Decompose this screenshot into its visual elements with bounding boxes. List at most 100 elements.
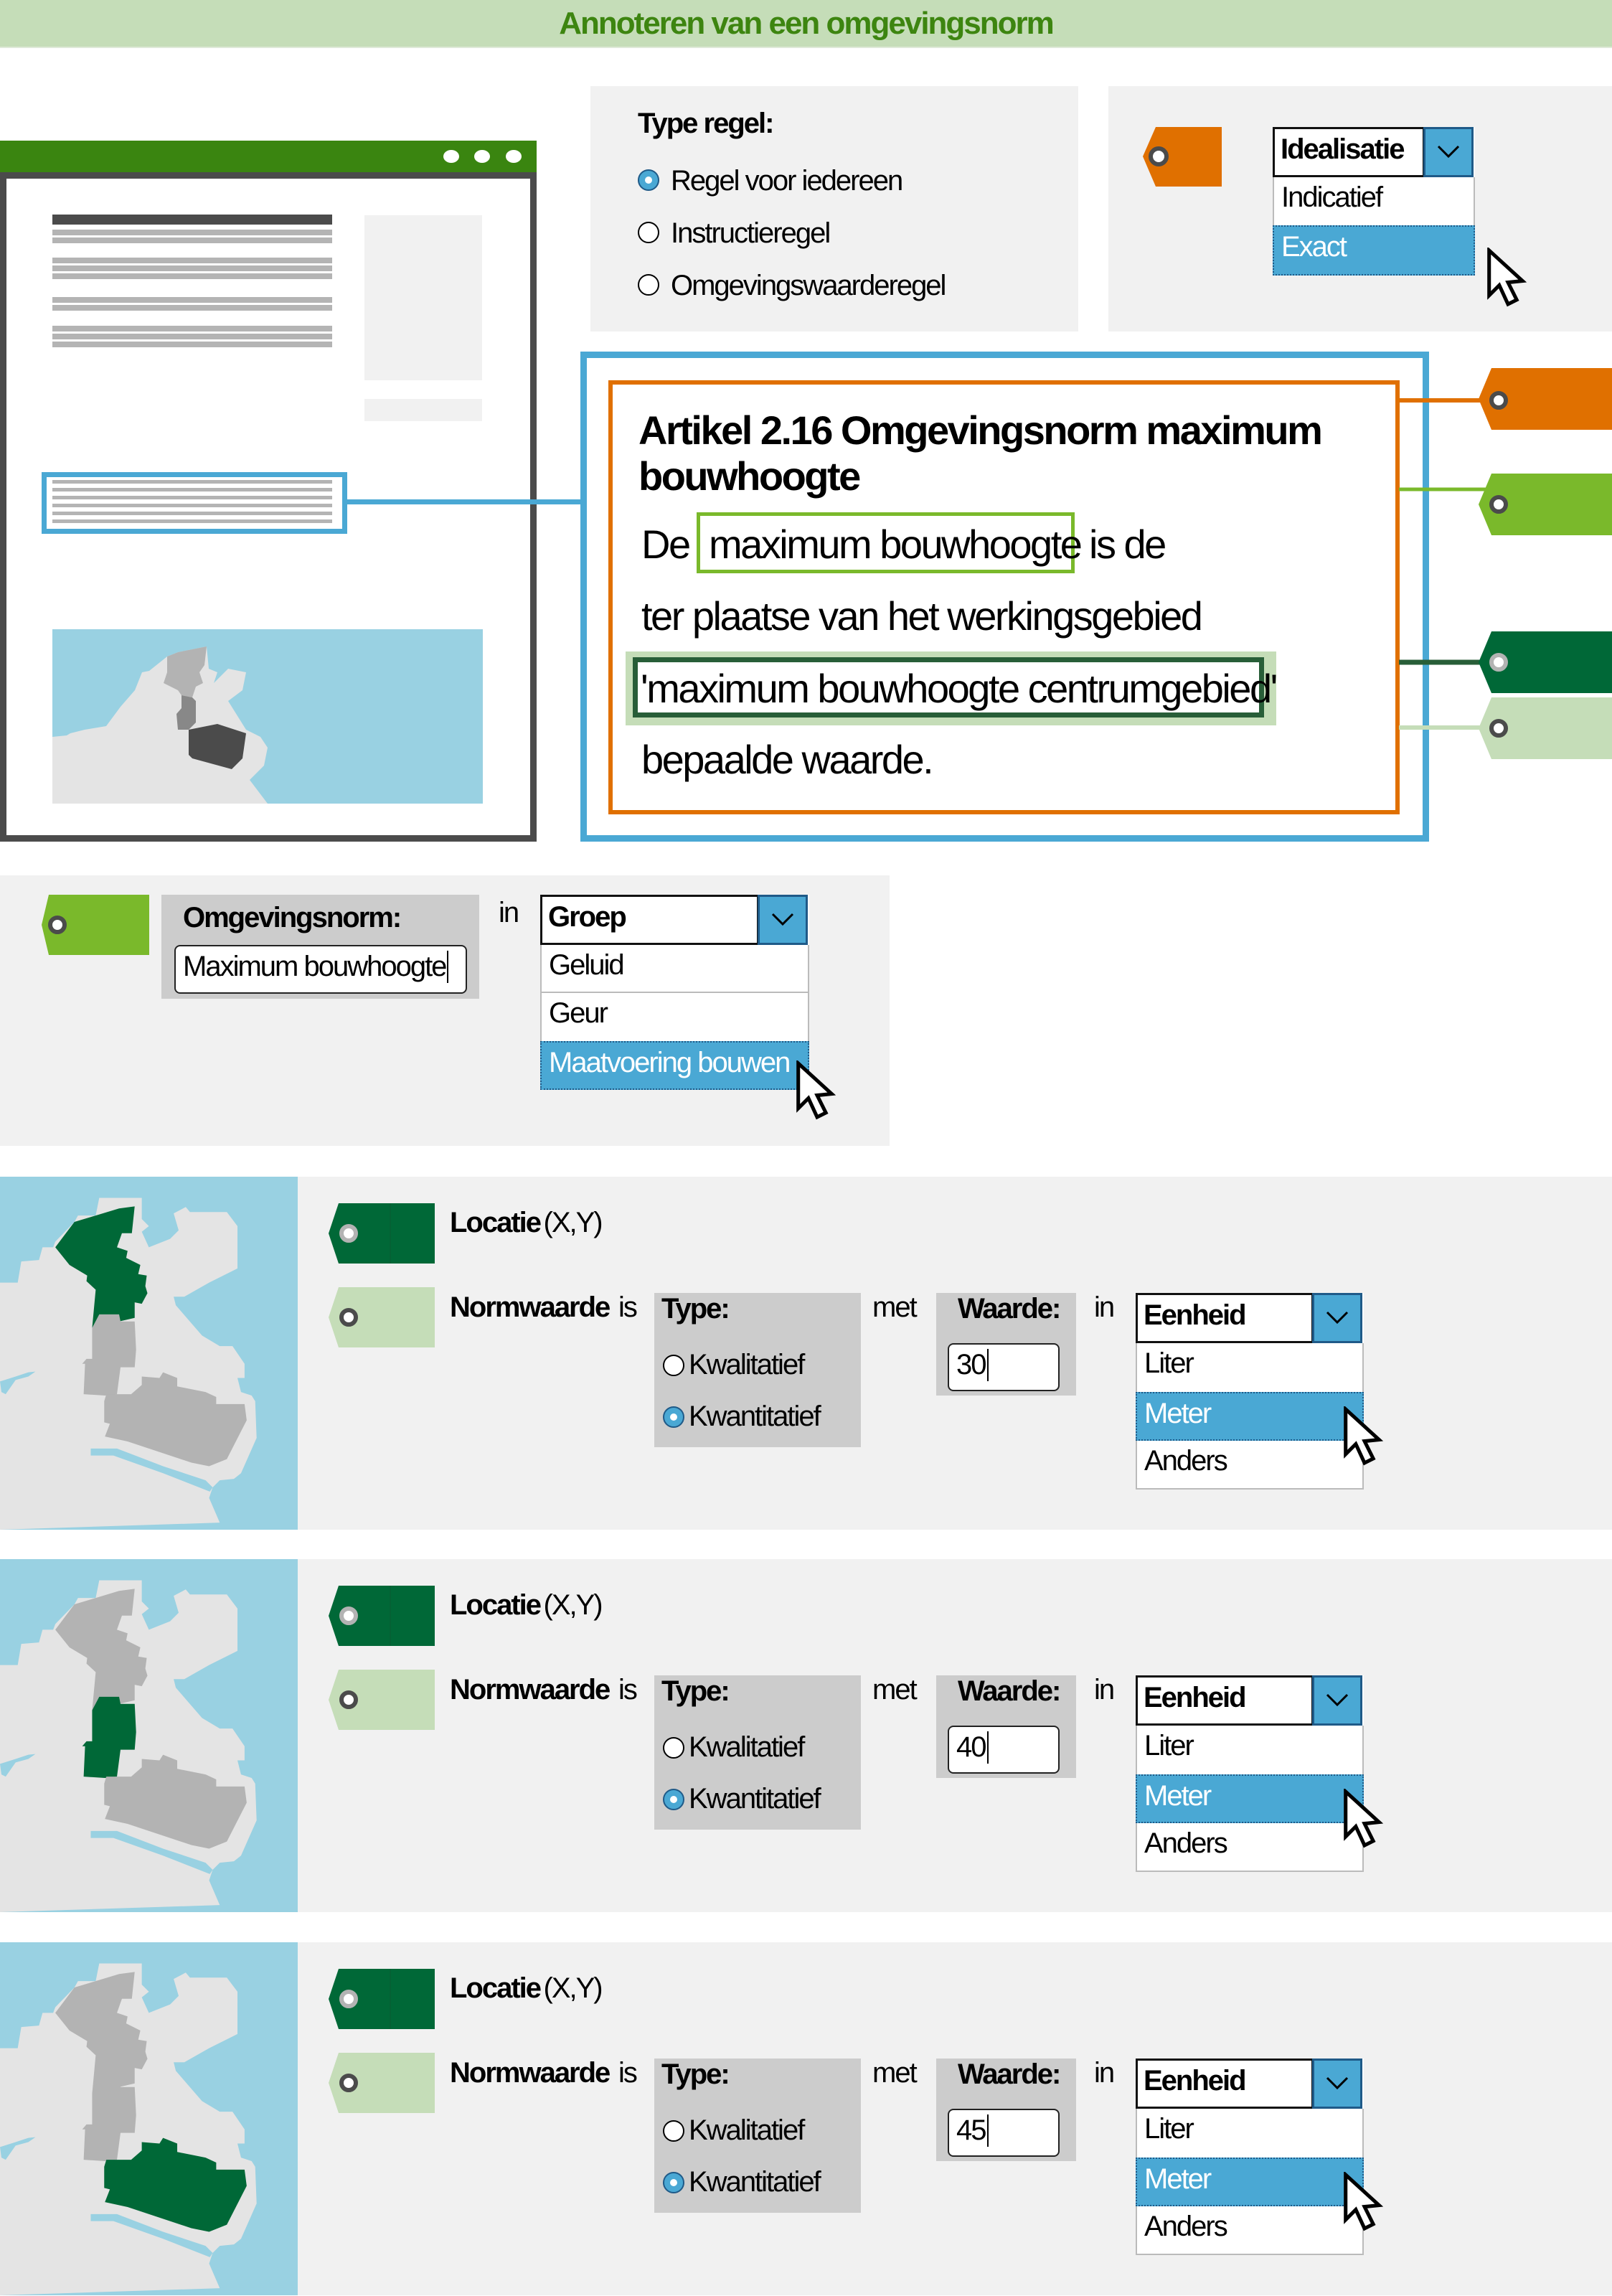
- option-label: Meter: [1144, 1398, 1212, 1429]
- dropdown-option-selected[interactable]: Exact: [1273, 225, 1475, 276]
- article-text: bepaalde waarde.: [641, 737, 934, 782]
- type-regel-panel: Type regel: Regel voor iedereen Instruct…: [590, 86, 1078, 331]
- option-label: Geur: [549, 997, 608, 1029]
- chevron-down-icon[interactable]: [1312, 2059, 1362, 2109]
- radio-icon[interactable]: [663, 2172, 684, 2193]
- option-label: Exact: [1281, 231, 1347, 263]
- input-value: 45: [956, 2114, 989, 2147]
- met-label: met: [872, 1674, 918, 1705]
- in-label: in: [1094, 2057, 1115, 2089]
- connector-line: [347, 499, 580, 504]
- radio-label: Kwalitatief: [689, 1731, 805, 1763]
- mouse-pointer-icon: [1485, 248, 1528, 309]
- dropdown-head[interactable]: Idealisatie: [1273, 127, 1425, 177]
- map-region-middle: [82, 1314, 136, 1396]
- dropdown-head[interactable]: Eenheid: [1136, 2059, 1314, 2109]
- radio-icon[interactable]: [663, 1789, 684, 1810]
- annotation-omgevingsnorm-highlight[interactable]: maximum bouwhoogte: [697, 512, 1083, 573]
- mini-map: [52, 629, 483, 804]
- map-region-north: [55, 1972, 148, 2094]
- type-label: Type:: [661, 1675, 730, 1707]
- diagram-title: Annoteren van een omgevingsnorm: [559, 5, 1055, 41]
- chevron-down-icon[interactable]: [1312, 1675, 1362, 1726]
- option-label: Anders: [1144, 1445, 1228, 1477]
- dropdown-option[interactable]: Anders: [1136, 1823, 1364, 1872]
- window-control-dot-icon: [506, 150, 522, 163]
- option-label: Meter: [1144, 1780, 1212, 1812]
- mouse-pointer-icon: [794, 1060, 837, 1121]
- idealisatie-dropdown[interactable]: Idealisatie Indicatief Exact: [1273, 127, 1475, 276]
- annotation-locatie-highlight[interactable]: 'maximum bouwhoogte centrumgebied': [633, 657, 1278, 718]
- radio-selected-icon[interactable]: [638, 169, 659, 191]
- text-line-placeholder: [52, 326, 332, 331]
- type-field-group: Type: Kwalitatief Kwantitatief: [654, 1675, 861, 1830]
- dropdown-option[interactable]: Liter: [1136, 1726, 1364, 1774]
- waarde-input[interactable]: 40: [948, 1726, 1060, 1774]
- waarde-field-group: Waarde: 30: [936, 1293, 1076, 1396]
- dropdown-option-selected[interactable]: Maatvoering bouwen: [540, 1041, 809, 1090]
- dropdown-option[interactable]: Anders: [1136, 1441, 1364, 1490]
- normwaarde-label: Normwaarde: [450, 1674, 611, 1705]
- locatie-label: Locatie (X,Y): [450, 1589, 603, 1621]
- dropdown-label: Idealisatie: [1281, 133, 1405, 165]
- option-label: Liter: [1144, 1347, 1194, 1379]
- normwaarde-row-panel: Locatie (X,Y) Normwaarde is Type: Kwalit…: [0, 1559, 1612, 1912]
- normwaarde-label: Normwaarde: [450, 2057, 611, 2089]
- eenheid-dropdown[interactable]: Eenheid Liter Meter Anders: [1136, 1675, 1364, 1872]
- radio-icon[interactable]: [663, 1355, 684, 1376]
- dropdown-option-selected[interactable]: Meter: [1136, 1392, 1364, 1441]
- dropdown-option-selected[interactable]: Meter: [1136, 2158, 1364, 2206]
- dropdown-head[interactable]: Groep: [540, 895, 759, 945]
- radio-label: Kwantitatief: [689, 2166, 821, 2198]
- radio-unselected-icon[interactable]: [638, 222, 659, 243]
- tag-light-green-icon: [1479, 474, 1612, 535]
- radio-unselected-icon[interactable]: [638, 274, 659, 296]
- dropdown-option[interactable]: Indicatief: [1273, 177, 1475, 225]
- omgevingsnorm-input[interactable]: Maximum bouwhoogte: [174, 945, 467, 994]
- chevron-down-icon[interactable]: [1312, 1293, 1362, 1343]
- eenheid-dropdown[interactable]: Eenheid Liter Meter Anders: [1136, 2059, 1364, 2255]
- window-control-dot-icon: [443, 150, 459, 163]
- chevron-down-icon[interactable]: [758, 895, 808, 945]
- radio-icon[interactable]: [663, 1737, 684, 1759]
- dropdown-head[interactable]: Eenheid: [1136, 1675, 1314, 1726]
- tag-pale-green-icon: [329, 1670, 435, 1730]
- radio-icon[interactable]: [663, 2120, 684, 2142]
- tag-dark-green-icon: [329, 1969, 435, 2029]
- chevron-down-icon[interactable]: [1423, 127, 1474, 177]
- tag-pale-green-icon: [1479, 697, 1612, 759]
- article-title: Artikel 2.16 Omgevingsnorm maximum bouwh…: [638, 408, 1323, 499]
- location-map: [0, 1559, 298, 1912]
- selected-article-highlight[interactable]: [42, 472, 347, 534]
- article-frame: Artikel 2.16 Omgevingsnorm maximum bouwh…: [608, 380, 1400, 814]
- text-line-placeholder: [52, 305, 332, 311]
- document-heading-placeholder: [52, 215, 332, 225]
- option-label: Geluid: [549, 949, 625, 981]
- tag-light-green-icon: [42, 895, 149, 955]
- text-line-placeholder: [52, 342, 332, 347]
- waarde-label: Waarde:: [958, 1675, 1061, 1707]
- omgevingsnorm-field-group: Omgevingsnorm: Maximum bouwhoogte: [161, 895, 479, 999]
- waarde-input[interactable]: 45: [948, 2109, 1060, 2157]
- dropdown-option[interactable]: Anders: [1136, 2206, 1364, 2255]
- dropdown-head[interactable]: Eenheid: [1136, 1293, 1314, 1343]
- dropdown-option[interactable]: Liter: [1136, 2109, 1364, 2158]
- text-line-placeholder: [52, 265, 332, 271]
- tag-orange-icon: [1143, 127, 1222, 187]
- radio-label: Omgevingswaarderegel: [671, 270, 946, 301]
- dropdown-label: Eenheid: [1144, 1299, 1247, 1331]
- dropdown-option[interactable]: Liter: [1136, 1343, 1364, 1392]
- dropdown-label: Eenheid: [1144, 2065, 1247, 2097]
- groep-dropdown[interactable]: Groep Geluid Geur Maatvoering bouwen: [540, 895, 809, 1090]
- waarde-input[interactable]: 30: [948, 1343, 1060, 1391]
- dropdown-option-selected[interactable]: Meter: [1136, 1774, 1364, 1823]
- option-label: Liter: [1144, 1730, 1194, 1761]
- annotation-connectors: [1399, 398, 1492, 730]
- radio-icon[interactable]: [663, 1406, 684, 1428]
- highlight-text: 'maximum bouwhoogte centrumgebied': [641, 666, 1278, 711]
- eenheid-dropdown[interactable]: Eenheid Liter Meter Anders: [1136, 1293, 1364, 1490]
- tag-pale-green-icon: [329, 1287, 435, 1347]
- radio-label: Instructieregel: [671, 217, 831, 249]
- dropdown-option[interactable]: Geur: [540, 993, 809, 1041]
- dropdown-option[interactable]: Geluid: [540, 945, 809, 993]
